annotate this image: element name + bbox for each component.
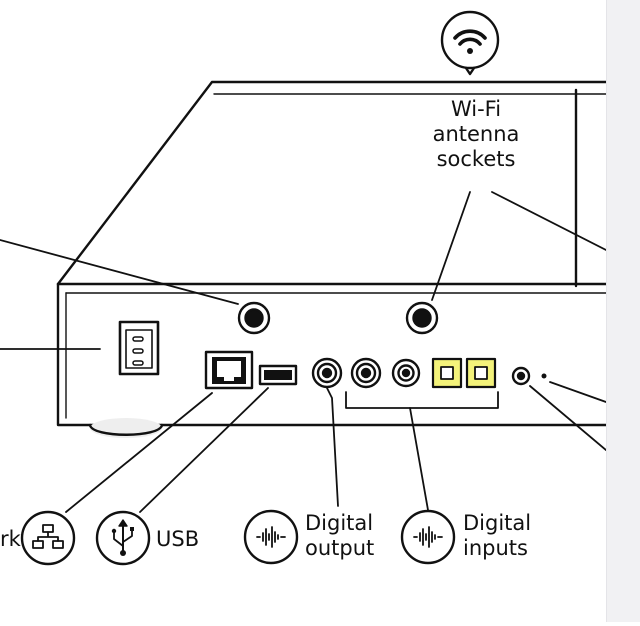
- digital-output-label: Digital output: [305, 511, 374, 561]
- ethernet-port: [204, 350, 254, 390]
- network-icon: [20, 510, 76, 566]
- usb-icon: [95, 510, 151, 566]
- digital-inputs-label-line1: Digital: [463, 511, 532, 535]
- coaxial-output-socket: [311, 357, 343, 389]
- network-pointer: [65, 392, 213, 513]
- digital-output-label-line1: Digital: [305, 511, 374, 535]
- digital-inputs-pointer: [409, 407, 429, 511]
- power-inlet: [118, 320, 160, 376]
- wifi-antenna-socket-left-core: [244, 308, 264, 328]
- pointer-line-upper: [0, 239, 239, 305]
- indicator-dot: [541, 373, 547, 379]
- wifi-antenna-socket-right: [405, 301, 439, 335]
- wifi-pointer-left: [431, 191, 471, 301]
- device-foot-outline: [88, 423, 164, 436]
- jack-pointer: [529, 385, 607, 451]
- digital-output-label-line2: output: [305, 536, 375, 560]
- digital-output-pointer: [326, 387, 339, 507]
- right-side-panel: [606, 0, 640, 622]
- led-pointer: [549, 381, 607, 403]
- wifi-label-line1: Wi-Fi: [450, 97, 502, 121]
- digital-inputs-label: Digital inputs: [463, 511, 531, 561]
- network-label: rk: [0, 527, 21, 551]
- usb-port: [258, 364, 298, 386]
- small-jack: [511, 366, 531, 386]
- wifi-label-line2: antenna: [432, 122, 520, 146]
- wifi-label-line3: sockets: [436, 147, 516, 171]
- wifi-antenna-socket-right-core: [412, 308, 432, 328]
- device-top-face: [56, 80, 608, 286]
- digital-inputs-waveform-icon: [400, 509, 456, 565]
- device-rear-panel: [56, 282, 608, 427]
- optical-input-1: [431, 357, 463, 389]
- digital-output-waveform-icon: [243, 509, 299, 565]
- usb-label: USB: [156, 527, 200, 551]
- coaxial-input-socket-1: [350, 357, 382, 389]
- diagram-svg: [0, 10, 608, 566]
- digital-inputs-label-line2: inputs: [463, 536, 528, 560]
- usb-pointer: [139, 387, 269, 513]
- coaxial-input-socket-2: [391, 358, 421, 388]
- optical-input-2: [465, 357, 497, 389]
- wifi-pointer-right: [491, 191, 607, 251]
- digital-inputs-bracket: [345, 391, 499, 409]
- wifi-antenna-label: Wi-Fi antenna sockets: [420, 97, 532, 172]
- wifi-icon: [440, 10, 500, 76]
- device-rear-diagram: Wi-Fi antenna sockets rk USB Digital out…: [0, 10, 608, 566]
- wifi-antenna-socket-left: [237, 301, 271, 335]
